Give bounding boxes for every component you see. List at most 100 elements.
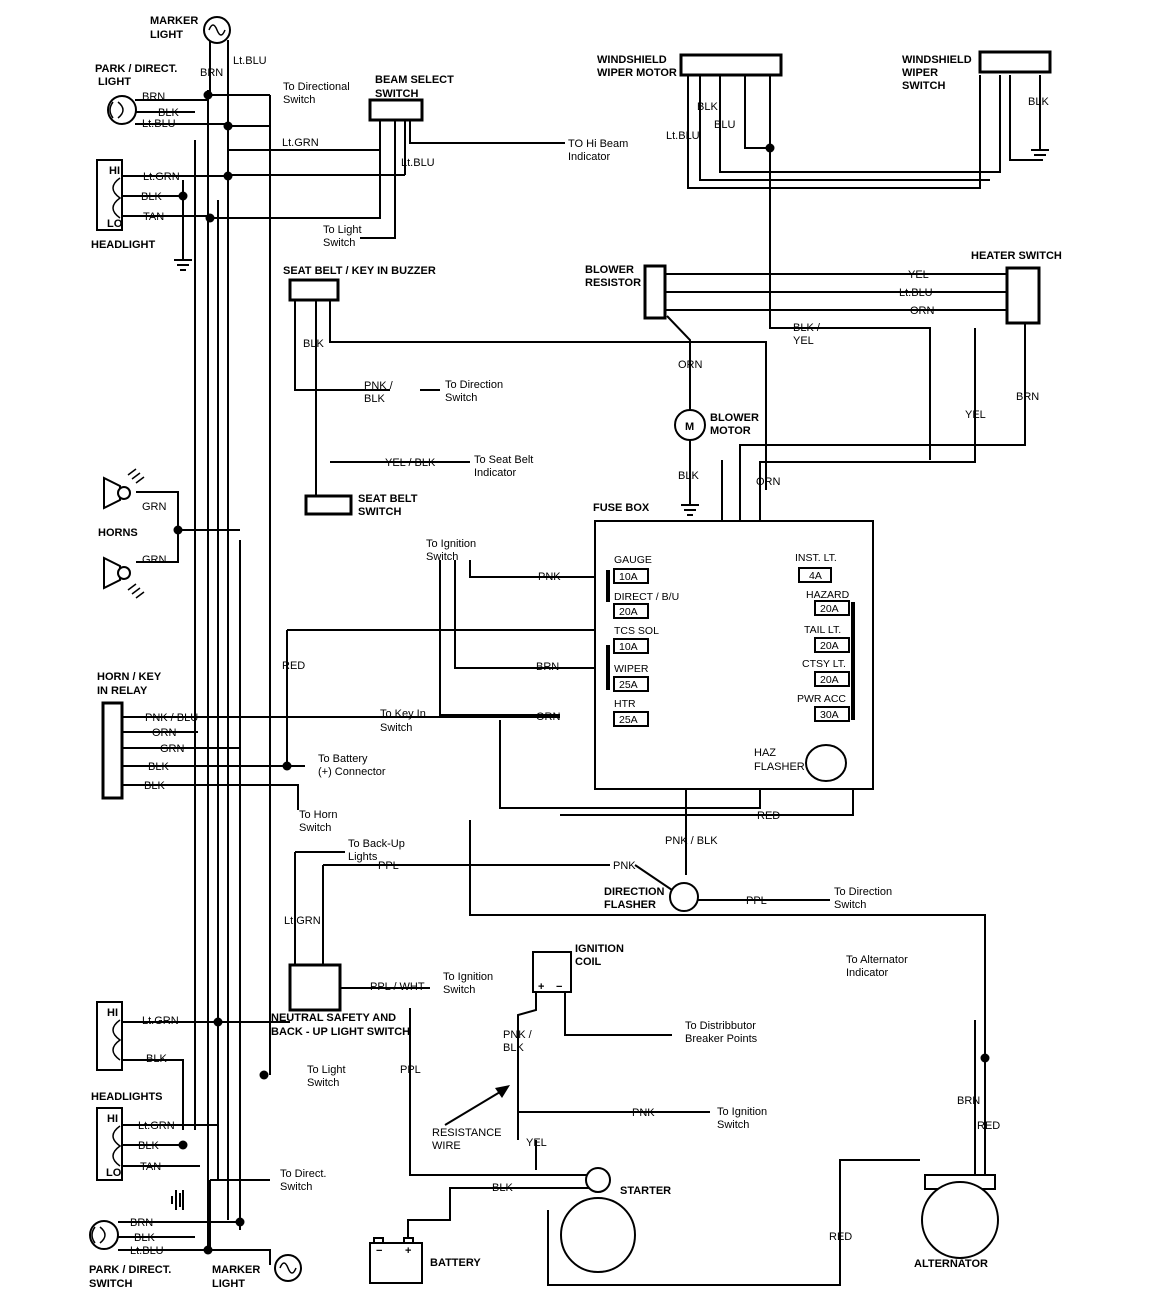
label-seat-belt-buzzer: SEAT BELT / KEY IN BUZZER [283,265,436,277]
wire-label: BLK [144,780,165,792]
label-horn-key-relay-2: IN RELAY [97,685,148,697]
wire-label: YEL / BLK [385,457,436,469]
label-resistance-wire-1: RESISTANCE [432,1127,501,1139]
dest-note: To Directional [283,81,350,93]
fuse-name: HTR [614,698,636,710]
dest-note: Switch [445,392,477,404]
marker-light-top [203,16,231,44]
label-haz-flasher-1: HAZ [754,747,776,759]
neutral-safety-switch [288,963,342,1012]
wire-label: PNK [632,1107,655,1119]
dest-note: To Direction [445,379,503,391]
wire-label: GRN [142,554,167,566]
fuses-left: GAUGE 10A DIRECT / B/U 20A TCS SOL 10A W… [613,554,679,727]
wire-label: BLK [134,1232,155,1244]
label-neutral-safety-1: NEUTRAL SAFETY AND [271,1012,396,1024]
alternator [921,1174,999,1259]
wires [118,38,1041,1286]
dest-note: Lights [348,851,378,863]
wire-label: PNK [538,571,561,583]
wire-label: BLK [503,1042,524,1054]
dest-note: Indicator [474,467,517,479]
wire-label: PPL [746,895,767,907]
fuse-box-icon [613,638,649,654]
destination-notes: To Directional Switch TO Hi Beam Indicat… [280,81,908,1193]
wire-label: PNK / [503,1029,533,1041]
park-direct-switch-bottom [89,1220,119,1250]
label-battery-minus: − [376,1245,382,1257]
fuse-box-icon [613,568,649,584]
horn-icons [103,468,145,599]
label-park-direct-switch-2: SWITCH [89,1278,132,1290]
label-blower-motor-2: MOTOR [710,425,751,437]
label-horn-key-relay-1: HORN / KEY [97,671,162,683]
wire-label: BLK [158,107,179,119]
wire-label: PPL [400,1064,421,1076]
dest-note: Switch [834,899,866,911]
label-blower-resistor-2: RESISTOR [585,277,641,289]
label-alternator: ALTERNATOR [914,1258,988,1270]
park-direct-light-top [107,95,137,125]
fuse-box-icon [613,676,649,692]
fuse-box-icon [814,671,850,687]
label-marker-light-bottom-1: MARKER [212,1264,260,1276]
wire-label: BLK [138,1140,159,1152]
dest-note: To Direct. [280,1168,326,1180]
seat-belt-buzzer [288,278,340,302]
wire-label: PNK [613,860,636,872]
label-battery-plus: + [405,1245,411,1257]
dest-note: To Direction [834,886,892,898]
label-haz-flasher-2: FLASHER [754,761,805,773]
label-beam-select-1: BEAM SELECT [375,74,454,86]
fuse-name: GAUGE [614,554,652,566]
wire-label: RED [282,660,305,672]
fuse-amps: 10A [619,571,638,583]
fuse-name: INST. LT. [795,552,837,564]
fuse-amps: 20A [820,674,839,686]
wire-label: TAN [143,211,164,223]
label-ignition-coil-2: COIL [575,956,602,968]
wire-label: PNK / [364,380,394,392]
beam-select-switch [368,98,424,122]
dest-note: To Battery [318,753,368,765]
wire-label: BLK [364,393,385,405]
wire-label: BLK [1028,96,1049,108]
wire-label: Lt.BLU [899,287,933,299]
fuse-name: WIPER [614,663,649,675]
junctions [173,90,990,1255]
fuse-amps: 10A [619,641,638,653]
fuse-amps: 25A [619,679,638,691]
label-fuse-box: FUSE BOX [593,502,650,514]
dest-note: To Alternator [846,954,908,966]
wire-label: ORN [678,359,703,371]
horn-key-relay [101,701,124,800]
label-beam-select-2: SWITCH [375,88,418,100]
wire-label: PPL [378,860,399,872]
wire-label: Lt.BLU [233,55,267,67]
wire-label: YEL [908,269,929,281]
label-ignition-coil-1: IGNITION [575,943,624,955]
dest-note: To Ignition [717,1106,767,1118]
dest-note: Switch [443,984,475,996]
component-labels: MARKER LIGHT PARK / DIRECT. LIGHT HEADLI… [89,15,1062,1290]
label-hi-b2: HI [107,1113,118,1125]
ground-symbols [171,149,1049,1210]
starter [560,1167,636,1273]
haz-flasher [805,744,847,782]
dest-note: Switch [299,822,331,834]
label-wiper-switch-3: SWITCH [902,80,945,92]
label-wiper-motor-2: WIPER MOTOR [597,67,677,79]
wire-label: BLK [492,1182,513,1194]
label-park-direct-1: PARK / DIRECT. [95,63,177,75]
label-hi-top: HI [109,165,120,177]
fuse-amps: 20A [820,640,839,652]
fuse-amps: 20A [820,603,839,615]
label-lo-top: LO [107,218,123,230]
wire-label: Lt.GRN [143,171,180,183]
dest-note: TO Hi Beam [568,138,628,150]
dest-note: To Ignition [443,971,493,983]
label-lo-b2: LO [106,1167,122,1179]
label-direction-flasher-1: DIRECTION [604,886,665,898]
fuse-amps: 20A [619,606,638,618]
